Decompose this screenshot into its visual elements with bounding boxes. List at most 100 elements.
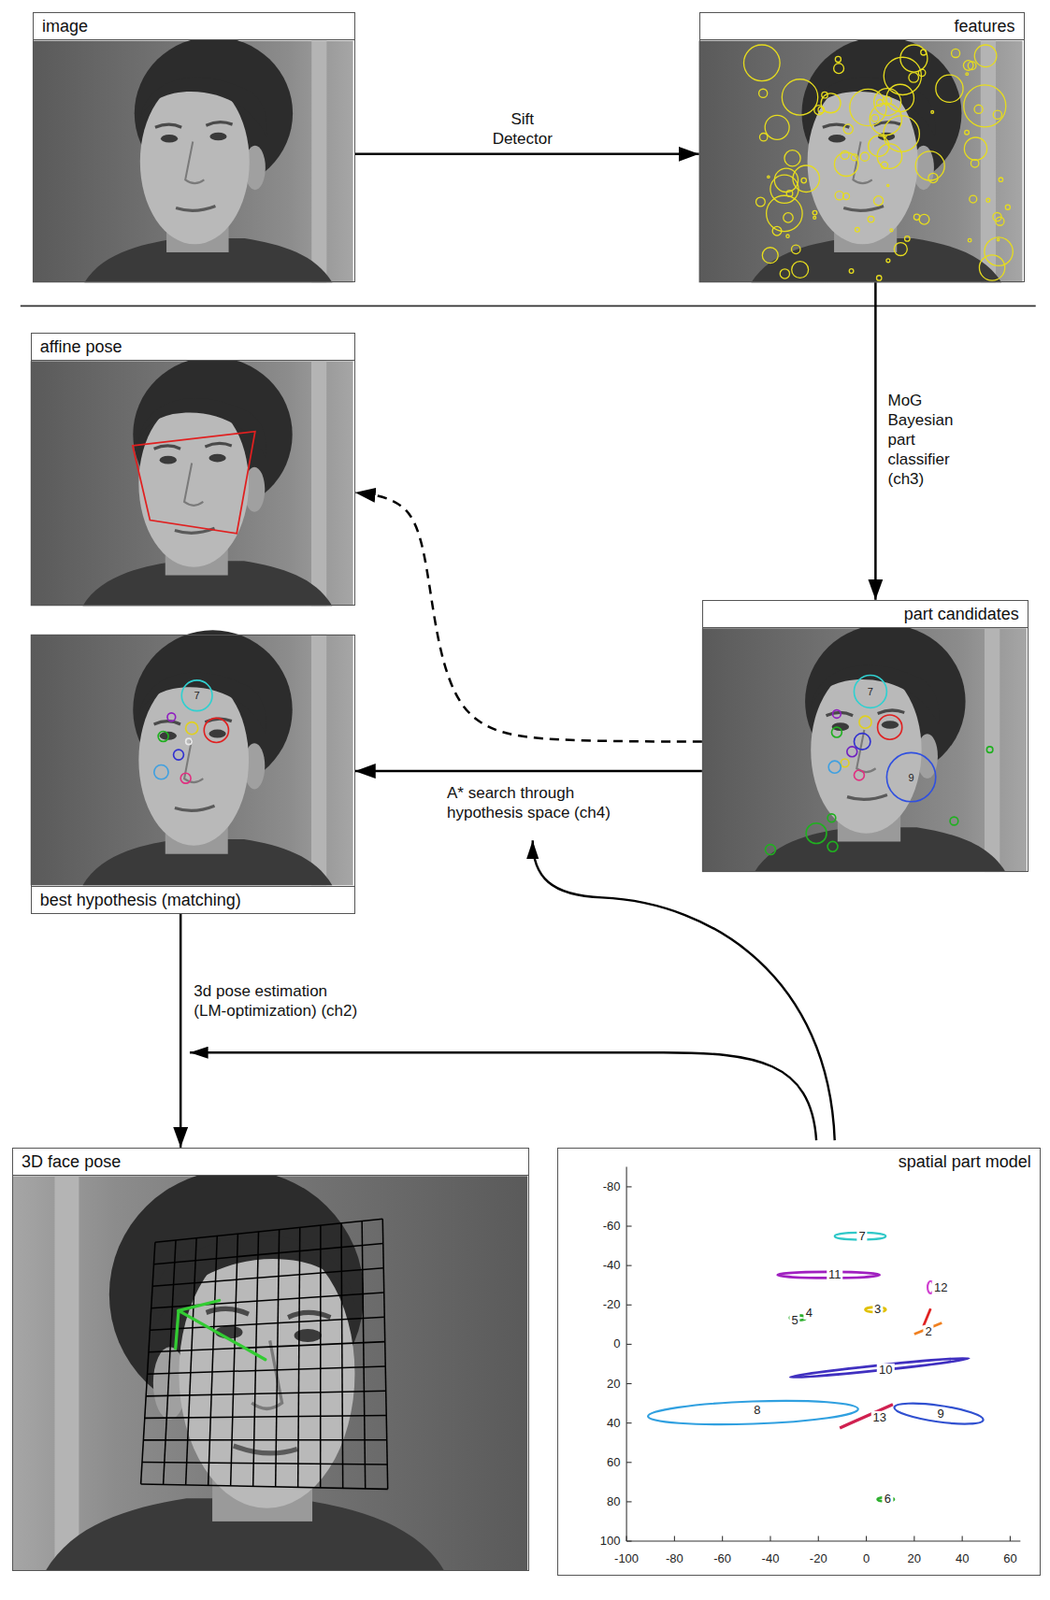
axis-tick-label: 20	[907, 1553, 921, 1567]
chart-axis	[626, 1540, 1021, 1542]
feature-circle	[915, 151, 945, 181]
feature-circle	[908, 72, 920, 84]
pose-grid-line	[147, 1366, 387, 1375]
feature-circle	[783, 213, 793, 223]
feature-circle	[963, 60, 974, 72]
axis-tick	[626, 1186, 632, 1188]
flow-arrow	[179, 914, 183, 1149]
part-circle	[853, 770, 864, 781]
feature-circle	[995, 216, 1005, 226]
feature-circle	[774, 168, 798, 192]
image-panel: part candidates	[702, 600, 1029, 873]
feature-circle	[779, 269, 790, 279]
feature-circle	[884, 134, 887, 137]
feature-circle	[905, 236, 911, 243]
panel-title: affine pose	[31, 333, 355, 361]
feature-circle	[867, 215, 875, 223]
feature-circle	[821, 91, 828, 98]
image-panel: image	[32, 12, 356, 283]
feature-circle	[743, 44, 780, 82]
part-number: 9	[908, 772, 915, 784]
part-number: 6	[882, 1493, 893, 1507]
pose-grid-line	[141, 1242, 156, 1485]
pose-grid-line	[341, 1223, 344, 1490]
part-number: 9	[935, 1407, 947, 1421]
axis-tick	[626, 1383, 632, 1385]
part-circle	[877, 715, 903, 740]
part-circle	[186, 722, 199, 735]
pose-grid-line	[208, 1236, 218, 1486]
axis-tick	[626, 1305, 632, 1307]
part-ellipse	[892, 1399, 985, 1429]
axis-tick	[626, 1462, 632, 1464]
feature-circle	[877, 143, 902, 169]
feature-circle	[818, 106, 825, 114]
pose-grid-line	[186, 1238, 198, 1486]
feature-circle	[812, 210, 818, 216]
feature-circle	[814, 105, 824, 116]
axis-tick-label: -40	[603, 1259, 621, 1273]
face-photo	[699, 36, 1023, 283]
pose-grid-line	[382, 1219, 388, 1490]
axis-tick	[818, 1537, 820, 1542]
face-photo	[30, 357, 354, 606]
axis-tick	[626, 1265, 632, 1267]
part-number: 3	[872, 1303, 883, 1317]
feature-circle	[759, 133, 767, 142]
flow-arrow	[355, 770, 703, 774]
feature-circle	[755, 197, 765, 207]
pose-axis	[178, 1300, 220, 1311]
pose-grid-line	[152, 1268, 384, 1288]
part-number: 8	[751, 1404, 763, 1418]
feature-circle	[984, 237, 1013, 266]
feature-circle	[969, 195, 978, 203]
axis-tick	[626, 1537, 628, 1542]
feature-circle	[1005, 204, 1010, 210]
part-circle	[847, 747, 858, 758]
feature-circle	[996, 238, 999, 241]
axis-tick	[674, 1537, 676, 1542]
chart-axis	[626, 1167, 628, 1543]
feature-circle	[890, 229, 893, 232]
feature-circle	[974, 44, 997, 68]
part-circle	[986, 747, 993, 754]
model-input-line	[189, 1052, 817, 1141]
pose-grid-line	[230, 1234, 239, 1487]
panel-title: spatial part model	[558, 1149, 1040, 1176]
feature-circle	[834, 152, 858, 176]
part-circle	[831, 727, 842, 738]
feature-circle	[887, 184, 890, 187]
pose-grid-line	[298, 1227, 301, 1488]
part-circle	[765, 845, 777, 856]
feature-circle	[843, 124, 853, 134]
axis-tick-label: 60	[1003, 1553, 1017, 1567]
part-ellipse	[923, 1308, 932, 1327]
axis-tick	[626, 1501, 632, 1503]
part-circle	[886, 752, 935, 802]
image-panel: 3D face pose	[12, 1148, 530, 1572]
feature-circle	[883, 115, 920, 152]
pose-grid-line	[319, 1225, 322, 1489]
part-ellipse	[839, 1405, 893, 1429]
feature-circle	[840, 150, 849, 159]
axis-tick-label: 60	[606, 1456, 620, 1470]
pose-grid-line	[149, 1317, 385, 1331]
feature-circle	[893, 243, 907, 257]
part-circle	[833, 710, 842, 720]
feature-circle	[762, 247, 778, 264]
part-number: 4	[804, 1306, 815, 1320]
feature-circle	[886, 84, 914, 112]
feature-circle	[874, 88, 902, 116]
axis-tick-label: -40	[762, 1553, 780, 1567]
feature-circle	[920, 49, 927, 56]
feature-circle	[886, 258, 891, 263]
feature-circle	[978, 255, 1005, 281]
feature-circle	[850, 154, 858, 161]
feature-circle	[970, 159, 979, 169]
axis-tick	[769, 1537, 771, 1542]
image-panel: affine pose	[30, 332, 356, 606]
flow-arrow	[355, 153, 700, 157]
pose-grid-line	[361, 1221, 366, 1489]
part-ellipse	[647, 1398, 860, 1429]
axis-tick-label: -60	[713, 1553, 732, 1567]
